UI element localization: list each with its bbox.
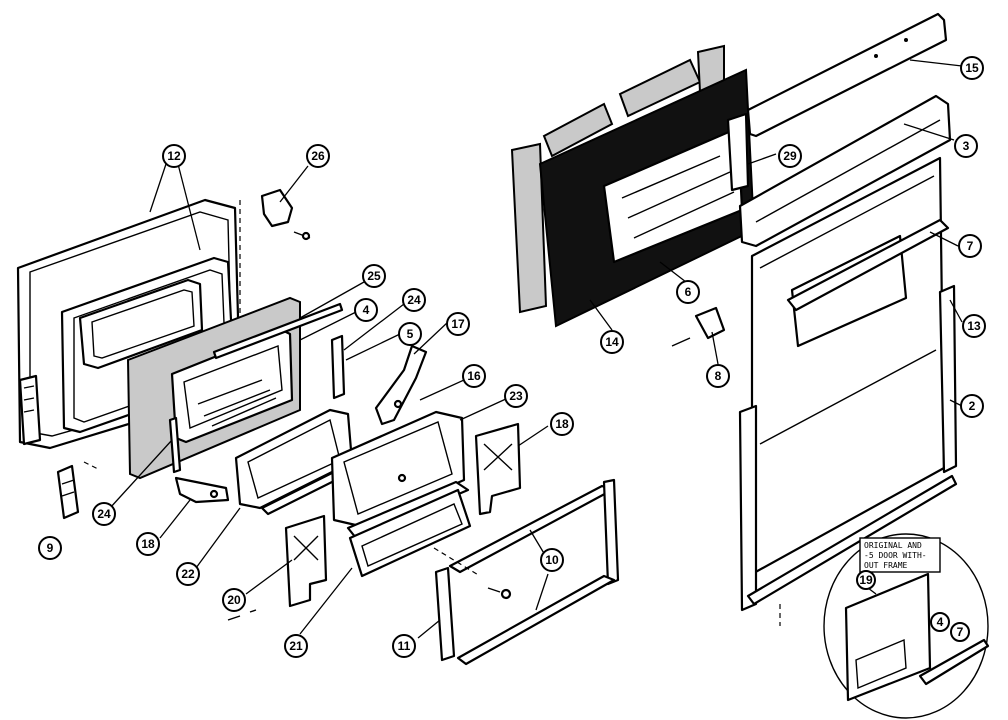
inner-liner-assembly bbox=[510, 44, 756, 328]
svg-text:15: 15 bbox=[965, 61, 979, 75]
callout-6: 6 bbox=[676, 280, 700, 304]
svg-text:24: 24 bbox=[97, 507, 111, 521]
callout-20: 20 bbox=[222, 588, 246, 612]
callout-24-top: 24 bbox=[402, 288, 426, 312]
callout-11: 11 bbox=[392, 634, 416, 658]
callout-24-bottom: 24 bbox=[92, 502, 116, 526]
callout-17: 17 bbox=[446, 312, 470, 336]
top-rail bbox=[746, 12, 948, 138]
svg-text:4: 4 bbox=[937, 615, 944, 629]
door-channel bbox=[738, 94, 952, 248]
callout-18-left: 18 bbox=[136, 532, 160, 556]
callout-23: 23 bbox=[504, 384, 528, 408]
inset-detail bbox=[823, 533, 990, 719]
inset-note-line-3: OUT FRAME bbox=[864, 561, 908, 570]
svg-text:3: 3 bbox=[963, 139, 970, 153]
svg-text:9: 9 bbox=[47, 541, 54, 555]
latch bbox=[56, 464, 80, 520]
hinge-bracket bbox=[374, 344, 428, 426]
callout-4: 4 bbox=[354, 298, 378, 322]
svg-text:18: 18 bbox=[555, 417, 569, 431]
handle-bracket bbox=[671, 306, 726, 347]
callout-9: 9 bbox=[38, 536, 62, 560]
svg-text:12: 12 bbox=[167, 149, 181, 163]
svg-text:20: 20 bbox=[227, 593, 241, 607]
svg-text:13: 13 bbox=[967, 319, 981, 333]
inset-note-line-2: -5 DOOR WITH- bbox=[864, 551, 927, 560]
svg-text:6: 6 bbox=[685, 285, 692, 299]
callout-4-inset: 4 bbox=[930, 612, 950, 632]
callout-26: 26 bbox=[306, 144, 330, 168]
svg-text:4: 4 bbox=[363, 303, 370, 317]
svg-text:11: 11 bbox=[398, 639, 411, 653]
callout-15: 15 bbox=[960, 56, 984, 80]
callout-2: 2 bbox=[960, 394, 984, 418]
inset-note: ORIGINAL AND -5 DOOR WITH- OUT FRAME bbox=[859, 537, 941, 573]
svg-text:29: 29 bbox=[783, 149, 797, 163]
svg-text:5: 5 bbox=[407, 327, 414, 341]
callout-13: 13 bbox=[962, 314, 986, 338]
assembly-lines bbox=[83, 200, 781, 626]
callout-7-inset: 7 bbox=[950, 622, 970, 642]
svg-text:16: 16 bbox=[467, 369, 481, 383]
inset-note-line-1: ORIGINAL AND bbox=[864, 541, 922, 550]
svg-text:7: 7 bbox=[957, 625, 964, 639]
callout-29: 29 bbox=[778, 144, 802, 168]
svg-text:25: 25 bbox=[367, 269, 381, 283]
svg-text:8: 8 bbox=[715, 369, 722, 383]
svg-text:2: 2 bbox=[969, 399, 976, 413]
callout-19: 19 bbox=[856, 570, 876, 590]
svg-text:17: 17 bbox=[451, 317, 465, 331]
callout-8: 8 bbox=[706, 364, 730, 388]
bottom-trim bbox=[434, 478, 620, 666]
svg-text:14: 14 bbox=[605, 335, 619, 349]
door-handle bbox=[786, 218, 950, 312]
callout-7: 7 bbox=[958, 234, 982, 258]
trim-strips bbox=[168, 302, 346, 474]
svg-text:10: 10 bbox=[545, 553, 559, 567]
callout-3: 3 bbox=[954, 134, 978, 158]
svg-text:21: 21 bbox=[289, 639, 303, 653]
svg-text:26: 26 bbox=[311, 149, 325, 163]
callout-16: 16 bbox=[462, 364, 486, 388]
window-glass-assembly bbox=[330, 410, 472, 578]
callout-18-right: 18 bbox=[550, 412, 574, 436]
hinge-left bbox=[174, 476, 230, 504]
leader-lines bbox=[109, 59, 963, 639]
door-clip bbox=[260, 188, 311, 241]
svg-text:19: 19 bbox=[859, 573, 873, 587]
callout-22: 22 bbox=[176, 562, 200, 586]
callout-14: 14 bbox=[600, 330, 624, 354]
svg-text:7: 7 bbox=[967, 239, 974, 253]
svg-text:22: 22 bbox=[181, 567, 195, 581]
callout-12: 12 bbox=[162, 144, 186, 168]
svg-text:18: 18 bbox=[141, 537, 155, 551]
callout-5: 5 bbox=[398, 322, 422, 346]
callout-10: 10 bbox=[540, 548, 564, 572]
svg-text:23: 23 bbox=[509, 389, 523, 403]
side-panel-right bbox=[474, 422, 522, 516]
callout-25: 25 bbox=[362, 264, 386, 288]
side-panel-left bbox=[227, 514, 328, 621]
svg-text:24: 24 bbox=[407, 293, 421, 307]
callout-21: 21 bbox=[284, 634, 308, 658]
